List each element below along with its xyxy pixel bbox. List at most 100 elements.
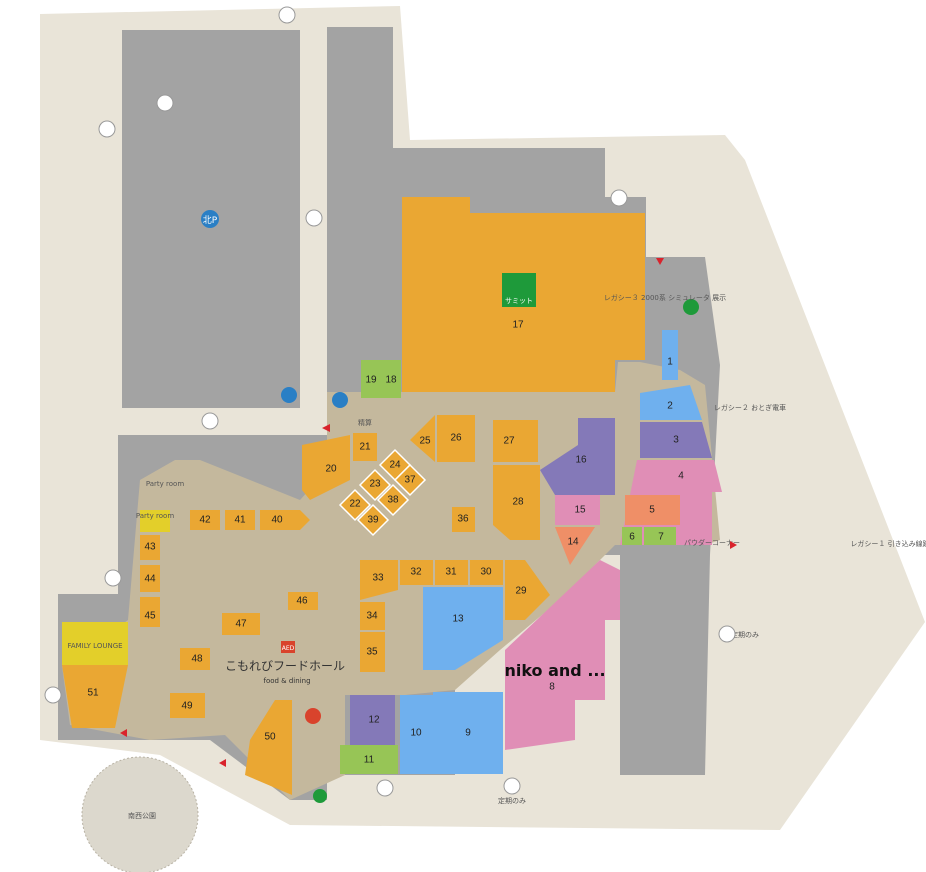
store-number: 35 xyxy=(366,647,378,658)
store-42 xyxy=(190,510,220,530)
store-18 xyxy=(381,360,401,398)
store-numbers: 1 2 3 4 5 6 7 8 9 10 11 12 13 14 15 16 1… xyxy=(87,320,684,766)
store-number: 50 xyxy=(264,732,276,743)
store-44 xyxy=(140,565,160,592)
seisan-label: 精算 xyxy=(358,418,372,427)
store-number: 24 xyxy=(389,460,401,471)
niko-and-label: niko and ... xyxy=(504,661,605,680)
store-number: 40 xyxy=(271,515,283,526)
store-51 xyxy=(62,665,128,728)
entrance-arrows xyxy=(120,258,737,767)
store-28 xyxy=(493,465,540,540)
bicycle-icon xyxy=(305,209,323,227)
entrance-arrow-icon xyxy=(730,541,737,549)
entrance-arrow-icon xyxy=(322,424,330,432)
bicycle-icon xyxy=(44,686,62,704)
store-29 xyxy=(505,560,550,620)
store-36 xyxy=(452,507,475,532)
store-number: 41 xyxy=(234,515,246,526)
legacy2-label: レガシー２ おとぎ電車 xyxy=(714,403,786,412)
store-number: 2 xyxy=(667,401,673,412)
parking-p-icon xyxy=(201,210,219,228)
bicycle-icon xyxy=(104,569,122,587)
store-number: 11 xyxy=(364,755,375,766)
store-38 xyxy=(376,483,410,517)
aed-label: AED xyxy=(282,645,295,652)
store-number: 9 xyxy=(465,728,471,739)
store-number: 1 xyxy=(667,357,673,368)
kita-kaidan-icon xyxy=(332,392,348,408)
store-number: 32 xyxy=(410,567,422,578)
bicycle-icon xyxy=(503,777,521,795)
store-number: 48 xyxy=(191,654,203,665)
store-27 xyxy=(493,420,538,462)
store-number: 8 xyxy=(549,682,555,693)
store-41 xyxy=(225,510,255,530)
store-number: 18 xyxy=(385,375,397,386)
store-43 xyxy=(140,535,160,560)
store-47 xyxy=(222,613,260,635)
store-2 xyxy=(640,385,702,420)
store-number: 15 xyxy=(574,505,586,516)
store-26 xyxy=(437,415,475,462)
store-number: 6 xyxy=(629,532,635,543)
store-cluster-diamonds xyxy=(338,448,427,537)
store-number: 23 xyxy=(369,479,381,490)
bicycle-icon xyxy=(610,189,628,207)
store-31 xyxy=(435,560,468,585)
store-number: 37 xyxy=(404,475,416,486)
store-21 xyxy=(353,433,377,461)
store-40 xyxy=(260,510,310,530)
aed-icon xyxy=(281,641,295,653)
store-number: 43 xyxy=(144,542,156,553)
entrance-arrow-icon xyxy=(219,759,226,767)
store-number: 42 xyxy=(199,515,211,526)
store-1 xyxy=(662,330,678,380)
store-number: 38 xyxy=(387,495,399,506)
store-number: 4 xyxy=(678,471,684,482)
sw-kaidan-icon xyxy=(313,789,327,803)
parking-p-label: 北P xyxy=(203,215,218,226)
store-25 xyxy=(410,415,435,462)
store-number: 5 xyxy=(649,505,655,516)
bicycle-icon xyxy=(718,625,736,643)
store-14 xyxy=(555,527,595,565)
party-room-2-label: Party room xyxy=(136,512,174,520)
store-number: 45 xyxy=(144,611,156,622)
store-30 xyxy=(470,560,503,585)
store-number: 34 xyxy=(366,611,378,622)
store-48 xyxy=(180,648,210,670)
store-number: 17 xyxy=(512,320,524,331)
food-hall-title: こもれびフードホール xyxy=(225,659,345,673)
store-number: 33 xyxy=(372,573,384,584)
store-46 xyxy=(288,592,318,610)
store-number: 44 xyxy=(144,574,156,585)
store-number: 47 xyxy=(235,619,247,630)
store-number: 22 xyxy=(349,499,361,510)
entrance-arrow-icon xyxy=(120,729,127,737)
store-50 xyxy=(245,700,292,795)
store-number: 36 xyxy=(457,514,469,525)
store-23 xyxy=(358,468,392,502)
east-kaidan-icon xyxy=(683,299,699,315)
summit-logo xyxy=(502,273,536,307)
store-9 xyxy=(433,692,503,774)
store-39 xyxy=(356,503,390,537)
store-number: 13 xyxy=(452,614,464,625)
store-number: 39 xyxy=(367,515,379,526)
teiki-label-2: 定期のみ xyxy=(498,796,526,805)
store-number: 14 xyxy=(567,537,579,548)
store-16 xyxy=(540,418,615,495)
store-49 xyxy=(170,693,205,718)
store-number: 12 xyxy=(368,715,380,726)
store-number: 10 xyxy=(410,728,422,739)
bicycle-icon xyxy=(201,412,219,430)
store-11 xyxy=(340,745,398,774)
powder-corner-label: パウダーコーナー xyxy=(684,538,740,547)
store-5 xyxy=(625,495,680,525)
store-number: 26 xyxy=(450,433,462,444)
bicycle-icon xyxy=(376,779,394,797)
bicycle-icon xyxy=(278,6,296,24)
family-lounge-label: FAMILY LOUNGE xyxy=(67,642,122,650)
